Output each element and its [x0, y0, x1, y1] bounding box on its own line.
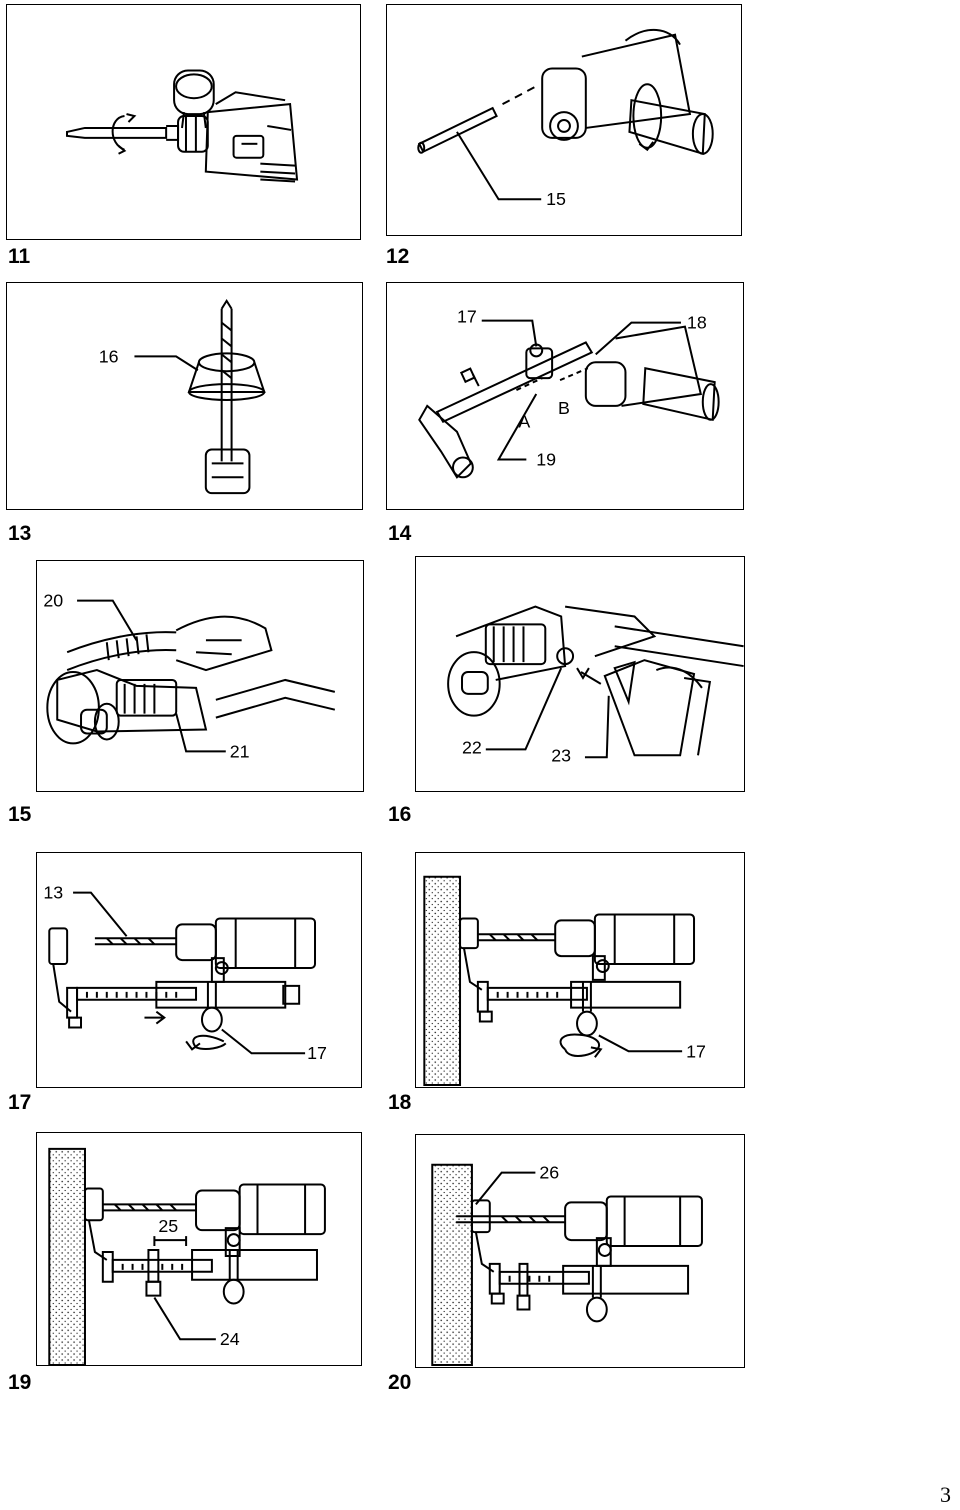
figure-18-illustration: 17: [416, 853, 706, 1087]
figure-20-illustration: 26: [416, 1163, 744, 1367]
figure-13-illustration: 16: [99, 283, 362, 509]
callout-25: 25: [158, 1216, 178, 1236]
callout-16: 16: [99, 346, 119, 366]
callout-17-fig17: 17: [307, 1043, 327, 1063]
callout-26: 26: [539, 1163, 559, 1183]
figure-11-panel: [6, 4, 361, 240]
figure-16-panel: 22 23: [415, 556, 745, 792]
callout-13: 13: [43, 883, 63, 903]
callout-20: 20: [43, 591, 63, 611]
figure-14-label: 14: [388, 522, 412, 545]
figure-15-illustration: 20 21: [43, 591, 363, 761]
figure-15-label: 15: [8, 803, 32, 826]
figure-12-label: 12: [386, 245, 410, 268]
figure-18-label: 18: [388, 1091, 412, 1114]
callout-15: 15: [546, 189, 566, 209]
page-number: 3: [940, 1482, 951, 1507]
figure-19-label: 19: [8, 1371, 32, 1394]
figure-11-label: 11: [8, 245, 31, 268]
callout-B: B: [558, 398, 570, 418]
figure-20-panel: 26: [415, 1134, 745, 1368]
callout-24: 24: [220, 1329, 240, 1349]
figure-16-label: 16: [388, 803, 412, 826]
figure-19-panel: 25 24: [36, 1132, 362, 1366]
figure-20-label: 20: [388, 1371, 412, 1394]
figure-13-label: 13: [8, 522, 32, 545]
figure-11-illustration: [7, 5, 360, 239]
callout-17: 17: [457, 307, 477, 327]
figure-16-illustration: 22 23: [416, 557, 744, 765]
figure-15-panel: 20 21: [36, 560, 364, 792]
callout-21: 21: [230, 741, 250, 761]
figure-12-illustration: 15: [387, 5, 741, 209]
figure-17-label: 17: [8, 1091, 32, 1114]
callout-23: 23: [551, 745, 571, 765]
figure-17-illustration: 13 17: [43, 883, 327, 1064]
figure-13-panel: 16: [6, 282, 363, 510]
figure-18-panel: 17: [415, 852, 745, 1088]
figure-17-panel: 13 17: [36, 852, 362, 1088]
callout-A: A: [518, 412, 530, 432]
figure-14-panel: 17 18 A B 19: [386, 282, 744, 510]
figure-19-illustration: 25 24: [37, 1133, 361, 1365]
callout-17-fig18: 17: [686, 1041, 706, 1061]
figure-14-illustration: 17 18 A B 19: [387, 307, 743, 509]
callout-19: 19: [536, 449, 556, 469]
callout-22: 22: [462, 737, 482, 757]
callout-18: 18: [687, 313, 707, 333]
figure-12-panel: 15: [386, 4, 742, 236]
